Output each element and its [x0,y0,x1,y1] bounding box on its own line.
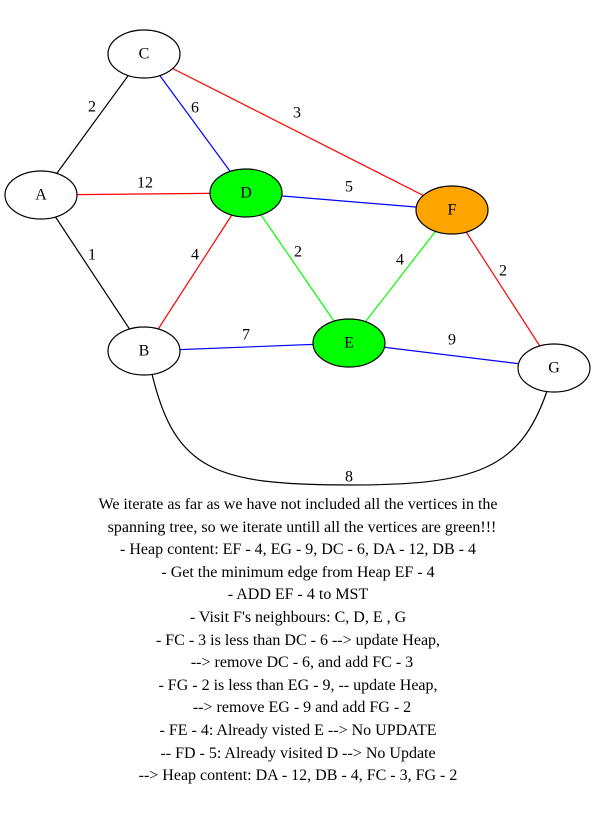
caption-line: - FG - 2 is less than EG - 9, -- update … [158,676,438,694]
edge-weight-df: 5 [345,179,353,196]
caption-line: --> remove DC - 6, and add FC - 3 [182,654,414,672]
caption-line: - FC - 3 is less than DC - 6 --> update … [155,631,441,649]
node-g: G [517,343,591,393]
edge-weight-ad: 12 [137,175,153,192]
edge-weight-eg: 9 [448,332,456,349]
mst-graph-diagram: 2 12 1 6 3 5 4 2 4 2 7 9 8 A B C D E F G [4,29,591,486]
caption-line: - Visit F's neighbours: C, D, E , G [189,608,407,626]
edge-de [245,192,350,344]
node-label-d: D [240,185,252,202]
node-shape-c [107,29,181,79]
node-b: B [107,326,181,376]
node-label-f: F [448,202,457,219]
node-c: C [107,29,181,79]
edge-weight-fg: 2 [499,263,507,280]
caption-line: - FE - 4: Already visted E --> No UPDATE [159,721,437,739]
node-label-b: B [139,343,150,360]
caption-line: spanning tree, so we iterate untill all … [99,518,497,536]
caption-line: We iterate as far as we have not include… [98,496,498,513]
edge-weight-bg: 8 [345,469,353,486]
caption-line: - Get the minimum edge from Heap EF - 4 [161,563,435,581]
node-shape-f [415,185,489,235]
edge-ab [40,194,145,352]
edge-weight-cf: 3 [293,105,301,122]
edge-weight-de: 2 [294,244,302,261]
edge-db [143,192,247,352]
node-label-e: E [344,335,354,352]
edge-cd [143,53,247,194]
node-shape-a [4,170,78,220]
caption-line: - ADD EF - 4 to MST [227,586,369,604]
edge-labels-layer: 2 12 1 6 3 5 4 2 4 2 7 9 8 [88,99,507,486]
node-e: E [312,318,386,368]
caption-line: -- FD - 5: Already visited D --> No Upda… [160,744,436,762]
edge-fe [348,209,453,344]
node-shape-e [312,318,386,368]
algorithm-explanation: We iterate as far as we have not include… [0,494,596,788]
nodes-layer: A B C D E F G [4,29,591,393]
edge-fg [451,209,555,369]
edge-weight-be: 7 [242,327,250,344]
edge-ac [40,53,145,196]
node-label-a: A [35,187,47,204]
edge-weight-db: 4 [191,247,199,264]
node-label-c: C [139,46,150,63]
caption-line: - Heap content: EF - 4, EG - 9, DC - 6, … [120,541,476,559]
node-shape-b [107,326,181,376]
node-shape-g [517,343,591,393]
node-d: D [209,168,283,218]
node-shape-d [209,168,283,218]
caption-line: --> remove EG - 9 and add FG - 2 [184,699,412,717]
edge-weight-cd: 6 [191,100,199,117]
caption-line: --> Heap content: DA - 12, DB - 4, FC - … [138,767,458,785]
node-a: A [4,170,78,220]
edge-bg [151,373,548,486]
edge-cf [143,53,453,211]
edge-weight-ac: 2 [88,99,96,116]
edge-weight-ab: 1 [88,247,96,264]
node-f: F [415,185,489,235]
node-label-g: G [548,360,560,377]
edge-weight-fe: 4 [396,252,404,269]
